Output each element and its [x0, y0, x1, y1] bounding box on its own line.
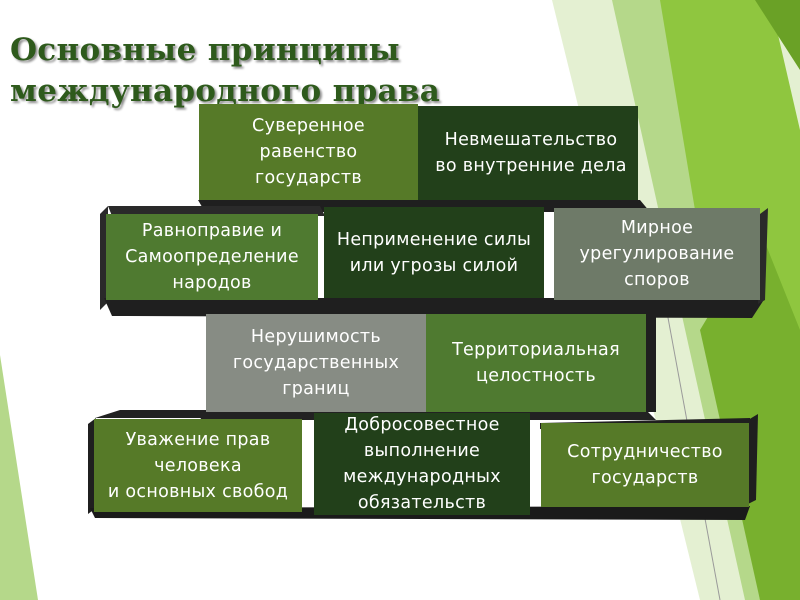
shadow-row3-right — [644, 312, 656, 412]
top-right-corner — [755, 0, 800, 70]
principle-inviolability-of-borders: Нерушимость государственных границ — [206, 314, 426, 412]
principle-equal-rights-self-determination: Равноправие и Самоопределение народов — [106, 214, 318, 300]
right-band-dark — [700, 230, 800, 600]
principle-peaceful-settlement: Мирное урегулирование споров — [554, 208, 760, 300]
principle-cooperation: Сотрудничество государств — [541, 423, 749, 507]
shadow-row4-top — [95, 410, 303, 418]
principle-territorial-integrity: Территориальная целостность — [426, 314, 646, 412]
left-light-shape — [0, 355, 38, 600]
shadow-row2-top — [108, 206, 325, 216]
title-line-1: Основные принципы — [10, 32, 400, 68]
principle-sovereign-equality: Суверенное равенство государств — [199, 104, 418, 200]
shadow-row2 — [104, 298, 765, 318]
shadow-row4-right-side — [748, 414, 758, 504]
principle-non-use-of-force: Неприменение силы или угрозы силой — [324, 207, 544, 298]
page-title: Основные принципы международного права — [10, 30, 530, 112]
title-line-2: международного права — [10, 73, 441, 109]
shadow-row2-right — [758, 208, 768, 304]
principle-non-intervention: Невмешательство во внутренние дела — [418, 106, 638, 200]
principle-human-rights: Уважение прав человека и основных свобод — [94, 419, 302, 512]
principle-good-faith-obligations: Добросовестное выполнение международных … — [314, 413, 530, 515]
